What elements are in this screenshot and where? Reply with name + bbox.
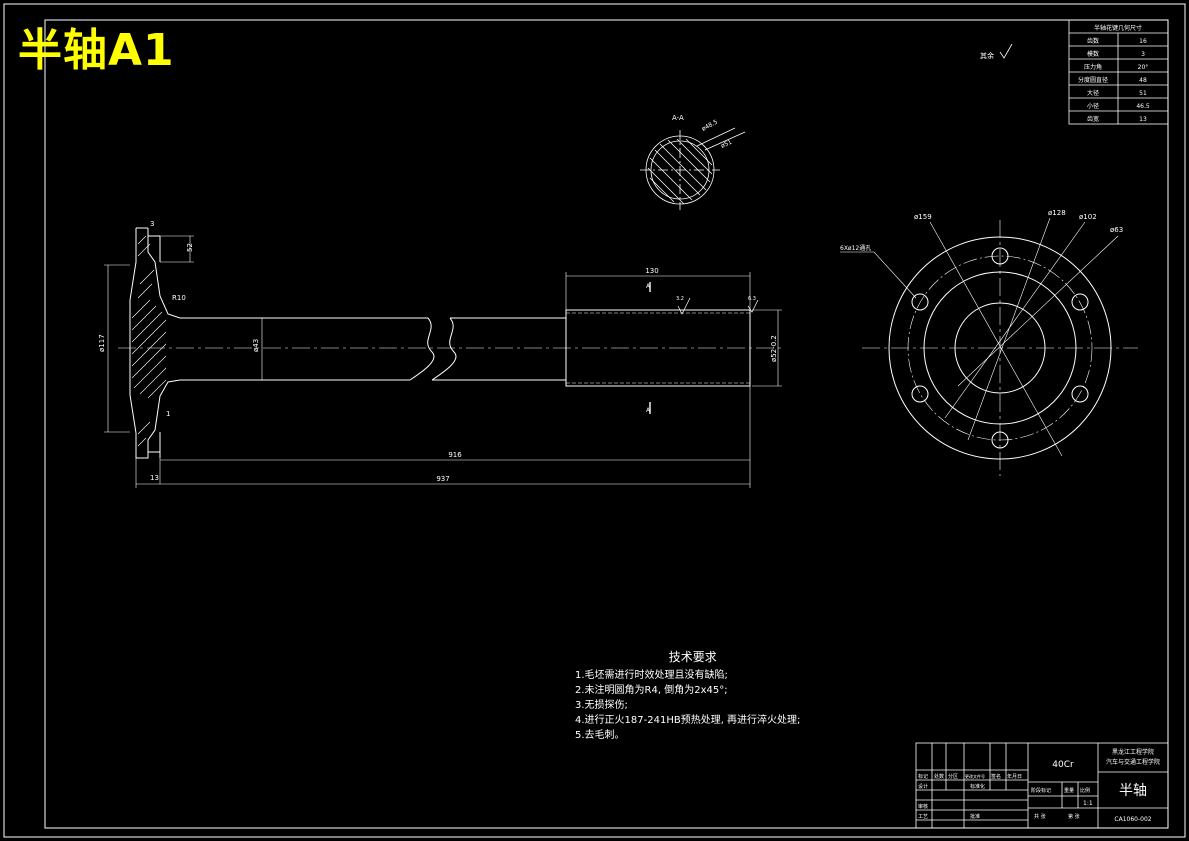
dim-flange-diameter: ø117 — [98, 334, 106, 352]
title-cell-standardize: 标准化 — [970, 783, 985, 790]
title-cell-process: 工艺 — [918, 814, 928, 820]
roughness-note: 其余 — [980, 51, 994, 60]
tech-requirement-item: 1.毛坯需进行时效处理且没有缺陷; — [575, 670, 728, 681]
spline-row-value: 16 — [1139, 38, 1147, 45]
title-total-sheets: 共 张 — [1034, 813, 1046, 820]
dim-flange-thickness: 13 — [150, 474, 159, 482]
title-cell-sign: 签名 — [991, 773, 1001, 780]
tech-requirements-heading: 技术要求 — [668, 650, 717, 664]
roughness-value-a: 3.2 — [676, 296, 684, 302]
title-cell-ratio: 比例 — [1080, 787, 1090, 794]
roughness-value-b: 6.3 — [748, 296, 756, 302]
spline-table-title: 半轴花键几何尺寸 — [1094, 24, 1142, 32]
spline-row-value: 13 — [1139, 116, 1147, 123]
title-school-line1: 黑龙江工程学院 — [1112, 748, 1154, 756]
title-cell-count: 处数 — [934, 773, 944, 780]
spline-row-value: 20° — [1138, 64, 1149, 71]
dim-pcd-63: ø63 — [1110, 226, 1123, 234]
section-marker-bottom: A — [646, 407, 651, 414]
drawing-title: 半轴A1 — [18, 25, 175, 76]
inner-frame — [44, 19, 1169, 829]
spline-row-label: 小径 — [1087, 102, 1099, 110]
roughness-symbol — [999, 43, 1013, 59]
title-block — [915, 742, 1169, 829]
title-cell-stage-mark: 阶段标记 — [1031, 787, 1051, 794]
title-cell-mark: 标记 — [918, 773, 928, 780]
dim-pcd-159: ø159 — [914, 213, 932, 221]
technical-requirements: 技术要求 1.毛坯需进行时效处理且没有缺陷; 2.未注明圆角为R4, 倒角为2x… — [575, 650, 800, 743]
title-cell-date: 年月日 — [1007, 773, 1022, 780]
spline-row-label: 大径 — [1087, 89, 1099, 97]
dim-flange-hub: 52 — [186, 243, 194, 252]
spline-row-value: 51 — [1139, 90, 1147, 97]
dim-flange-step: 3 — [150, 220, 154, 228]
title-cell-approve: 批准 — [970, 813, 980, 820]
outer-frame — [3, 3, 1186, 838]
title-part-name: 半轴 — [1119, 783, 1147, 799]
dim-shaft-diameter: ø43 — [252, 339, 260, 352]
section-label: A-A — [672, 114, 684, 122]
title-sheet-no: 第 张 — [1068, 813, 1080, 820]
spline-row-label: 压力角 — [1084, 63, 1102, 71]
dim-pcd-128: ø128 — [1048, 209, 1066, 217]
title-cell-weight: 重量 — [1064, 787, 1074, 794]
dim-chamfer: 1 — [166, 410, 170, 418]
title-material: 40Cr — [1052, 760, 1074, 770]
dim-bolt-holes: 6Xø12通孔 — [840, 244, 871, 252]
title-drawing-number: CA1060-002 — [1114, 816, 1151, 823]
spline-row-label: 分度圆直径 — [1078, 76, 1108, 84]
title-cell-review: 审核 — [918, 803, 928, 810]
title-cell-zone: 分区 — [948, 773, 958, 780]
half-shaft-side-view — [104, 227, 782, 488]
spline-row-label: 齿数 — [1087, 37, 1099, 45]
dim-length-937: 937 — [436, 475, 449, 483]
tech-requirement-item: 5.去毛刺。 — [575, 730, 625, 741]
dim-fillet-radius: R10 — [172, 294, 186, 302]
title-cell-design: 设计 — [918, 783, 928, 790]
spline-row-label: 齿宽 — [1087, 115, 1099, 123]
spline-row-value: 48 — [1139, 77, 1147, 84]
dim-spline-length: 130 — [645, 267, 658, 275]
spline-row-value: 3 — [1141, 51, 1145, 58]
section-marker-top: A — [646, 283, 651, 290]
section-dimension-b: ø51 — [720, 139, 733, 150]
spline-parameter-table — [1068, 19, 1169, 125]
dim-length-916: 916 — [448, 451, 462, 459]
spline-row-value: 46.5 — [1136, 103, 1150, 110]
title-school-line2: 汽车与交通工程学院 — [1106, 758, 1160, 766]
dim-spline-diameter: ø52-0.2 — [770, 335, 778, 362]
spline-row-label: 模数 — [1087, 50, 1099, 58]
tech-requirement-item: 3.无损探伤; — [575, 700, 628, 711]
tech-requirement-item: 2.未注明圆角为R4, 倒角为2x45°; — [575, 685, 728, 696]
section-a-a-view — [640, 127, 746, 210]
flange-end-view — [840, 217, 1138, 476]
title-scale: 1:1 — [1083, 800, 1093, 807]
title-cell-change-doc: 更改文件号 — [965, 773, 985, 779]
tech-requirement-item: 4.进行正火187-241HB预热处理, 再进行淬火处理; — [575, 715, 801, 726]
dim-pcd-102: ø102 — [1079, 213, 1097, 221]
